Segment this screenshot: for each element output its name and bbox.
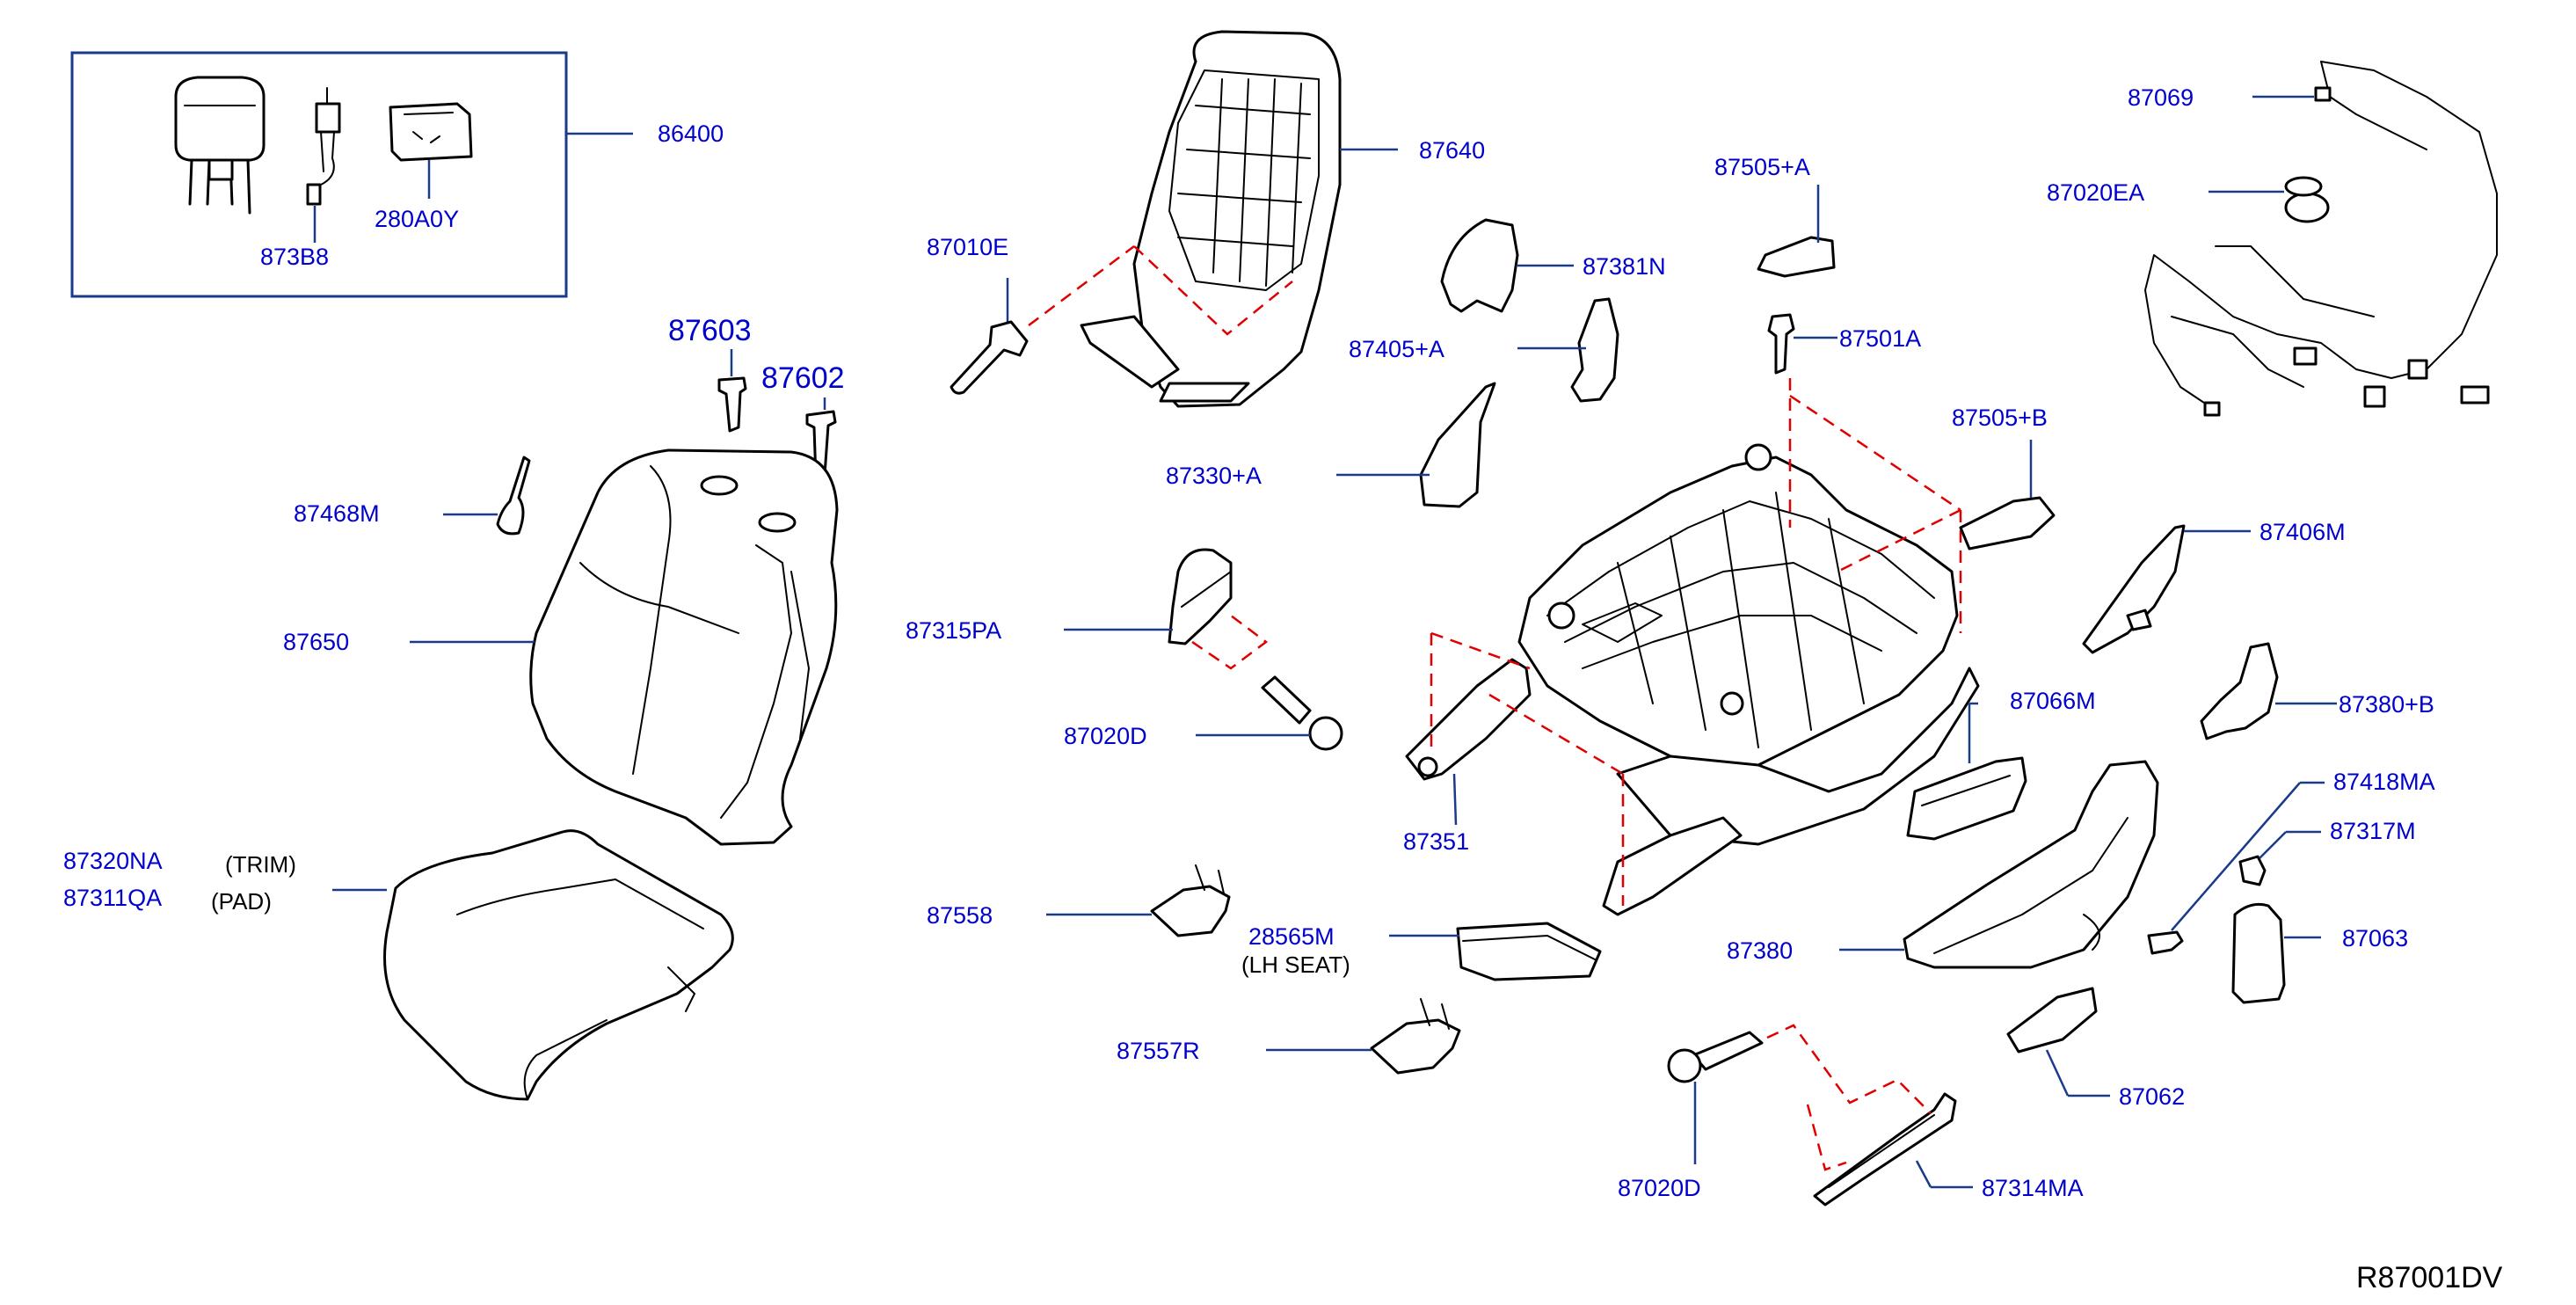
screw-87020D-a: 87020D [1064, 675, 1343, 751]
headrest-guide-icon [306, 87, 341, 206]
label-87320NA: 87320NA [63, 848, 163, 874]
seat-back-frame: 87640 [1080, 30, 1485, 408]
label-87505A: 87505+A [1714, 154, 1810, 180]
seat-rail-87351: 87351 [1403, 658, 1532, 855]
bracket-87505A: 87505+A [1714, 154, 1836, 278]
label-87066M: 87066M [2010, 688, 2096, 714]
label-87062: 87062 [2119, 1083, 2185, 1110]
guide-87602: 87602 [761, 361, 845, 480]
bracket-87315PA: 87315PA [906, 548, 1233, 645]
headrest-icon [174, 76, 266, 215]
trim-87406M: 87406M [2082, 519, 2346, 654]
bolt-87010E: 87010E [927, 234, 1029, 395]
label-87330A: 87330+A [1166, 463, 1262, 489]
label-87640: 87640 [1419, 137, 1485, 164]
trim-87380B: 87380+B [2200, 642, 2434, 740]
side-shield-87380: 87380 [1727, 760, 2159, 969]
module-pad-icon [389, 102, 473, 162]
label-87405A: 87405+A [1349, 336, 1444, 362]
label-87314MA: 87314MA [1982, 1175, 2084, 1201]
assembly-lines-87314MA [1766, 1024, 1932, 1171]
label-87558: 87558 [927, 902, 993, 929]
wire-harness-87069: 87069 [2128, 61, 2498, 417]
cover-87381N: 87381N [1440, 218, 1666, 313]
label-87010E: 87010E [927, 234, 1008, 260]
seat-back-trim: 87650 [283, 448, 839, 846]
label-87381N: 87381N [1583, 253, 1666, 280]
screw-87020D-b: 87020D [1618, 1031, 1764, 1201]
grommet-87020EA: 87020EA [2047, 176, 2330, 223]
guide-87603: 87603 [668, 314, 752, 433]
label-87020D-a: 87020D [1064, 723, 1147, 749]
cover-87066M: 87066M [1906, 688, 2096, 841]
seat-cushion: 87320NA 87311QA (TRIM) (PAD) [63, 829, 734, 1101]
note-trim: (TRIM) [225, 851, 296, 878]
bracket-87505B: 87505+B [1952, 405, 2056, 550]
cover-87063: 87063 [2231, 902, 2408, 1004]
label-87020EA: 87020EA [2047, 179, 2144, 206]
diagram-code: R87001DV [2356, 1261, 2503, 1294]
label-28565M: 28565M [1248, 923, 1335, 950]
label-87603: 87603 [668, 314, 752, 347]
label-87406M: 87406M [2259, 519, 2346, 545]
label-87602: 87602 [761, 361, 845, 395]
clip-87418MA: 87418MA [2147, 769, 2435, 955]
label-280A0Y: 280A0Y [375, 206, 459, 232]
label-87380: 87380 [1727, 937, 1793, 964]
label-86400: 86400 [658, 120, 724, 147]
label-87650: 87650 [283, 629, 349, 655]
label-873B8: 873B8 [260, 244, 329, 270]
headrest-kit-box: 86400 873B8 280A0Y [70, 51, 724, 298]
label-87418MA: 87418MA [2333, 769, 2435, 795]
note-lh-seat: (LH SEAT) [1241, 951, 1350, 978]
trim-87330A: 87330+A [1166, 382, 1496, 508]
seat-frame [1517, 443, 1980, 916]
label-87020D-b: 87020D [1618, 1175, 1701, 1201]
label-87468M: 87468M [294, 500, 380, 527]
clip-87317M: 87317M [2238, 818, 2416, 886]
bolt-87501A: 87501A [1767, 313, 1921, 375]
label-87505B: 87505+B [1952, 405, 2048, 431]
label-87311QA: 87311QA [63, 885, 162, 911]
note-pad: (PAD) [211, 888, 272, 915]
finisher-87062: 87062 [2006, 987, 2185, 1110]
assembly-lines-frame [1430, 378, 1962, 906]
bracket-87314MA: 87314MA [1813, 1092, 2084, 1207]
label-87501A: 87501A [1839, 325, 1921, 352]
label-87380B: 87380+B [2339, 691, 2434, 718]
label-87557R: 87557R [1117, 1038, 1200, 1064]
label-87317M: 87317M [2330, 818, 2416, 844]
assembly-lines-87010E [1028, 245, 1293, 336]
module-28565M: 28565M (LH SEAT) [1241, 922, 1602, 981]
label-87069: 87069 [2128, 84, 2194, 111]
label-87315PA: 87315PA [906, 617, 1001, 644]
label-87351: 87351 [1403, 828, 1469, 855]
label-87063: 87063 [2342, 925, 2408, 951]
clip-87557R: 87557R [1117, 998, 1461, 1075]
trim-87405A: 87405+A [1349, 297, 1619, 403]
clip-87468M: 87468M [294, 456, 531, 536]
clip-87558: 87558 [927, 864, 1231, 937]
assembly-lines-87315PA [1191, 615, 1269, 670]
